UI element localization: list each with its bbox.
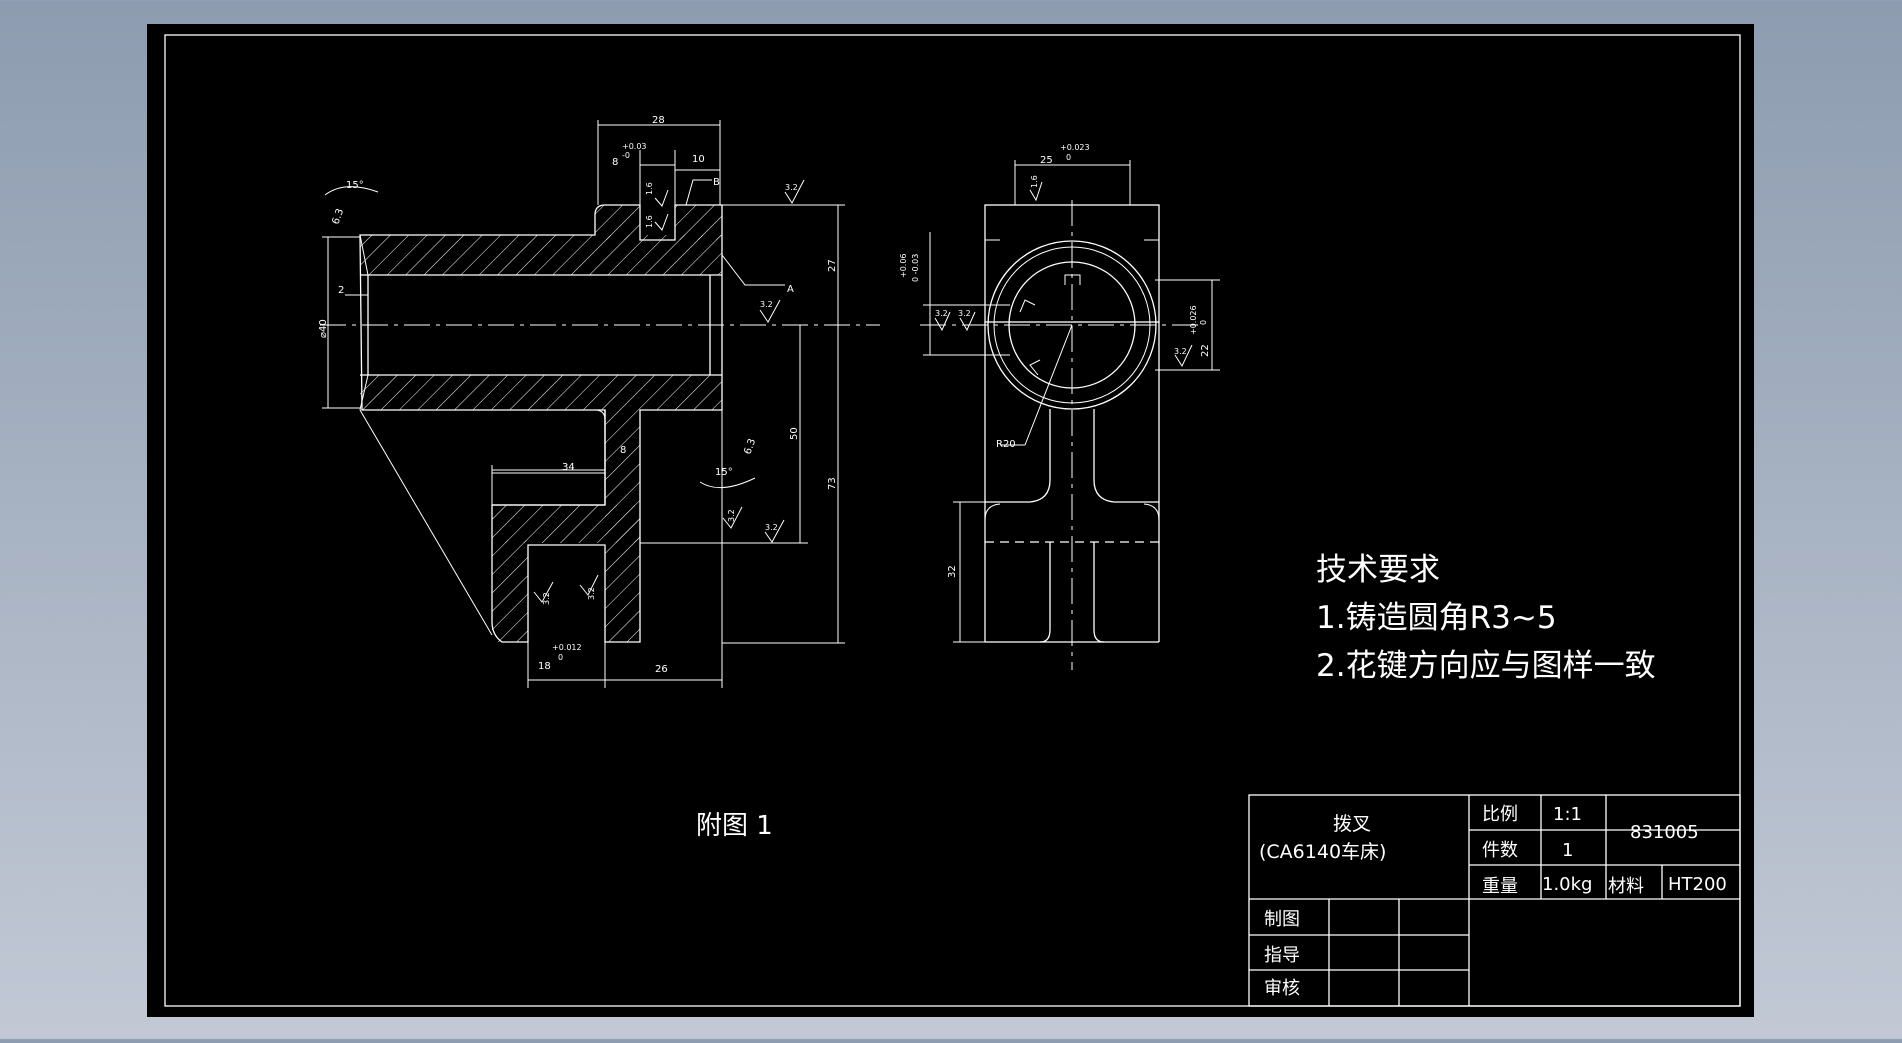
dim-left-tol-a: +0.06 bbox=[899, 253, 908, 278]
dim-22: 22 bbox=[1200, 344, 1211, 357]
reviewed-by-label: 审核 bbox=[1264, 978, 1300, 999]
dim-15-top: 15° bbox=[346, 180, 364, 191]
tech-req-title: 技术要求 bbox=[1316, 552, 1440, 588]
svg-text:1.6: 1.6 bbox=[645, 182, 654, 195]
svg-text:3.2: 3.2 bbox=[760, 300, 773, 309]
scale-label: 比例 bbox=[1482, 804, 1518, 825]
sheet-border bbox=[164, 34, 1741, 1007]
dim-28: 28 bbox=[652, 115, 665, 126]
part-name: 拨叉 bbox=[1333, 813, 1371, 835]
weight-label: 重量 bbox=[1482, 876, 1518, 897]
qty-value: 1 bbox=[1562, 840, 1573, 861]
label-b: B bbox=[713, 177, 720, 188]
dim-18-upper: +0.012 bbox=[552, 643, 582, 652]
side-view: R20 25 +0.023 0 +0.06 0 -0.03 +0.026 0 2… bbox=[899, 143, 1220, 670]
dim-73: 73 bbox=[827, 477, 838, 490]
dim-2: 2 bbox=[338, 285, 344, 296]
drawn-by-label: 制图 bbox=[1264, 909, 1300, 930]
svg-text:3.2: 3.2 bbox=[587, 587, 596, 600]
dim-25: 25 bbox=[1040, 155, 1053, 166]
svg-text:3.2: 3.2 bbox=[765, 523, 778, 532]
tech-req-item-2: 2.花键方向应与图样一致 bbox=[1316, 648, 1656, 684]
svg-text:3.2: 3.2 bbox=[1174, 347, 1187, 356]
dim-8-tol-upper: +0.03 bbox=[622, 142, 647, 151]
hatch-top-boss-left bbox=[595, 205, 640, 240]
tech-req-item-1: 1.铸造圆角R3~5 bbox=[1316, 600, 1557, 636]
hatch-fork-bar bbox=[492, 505, 640, 543]
figure-caption: 附图 1 bbox=[696, 811, 773, 841]
dim-32: 32 bbox=[947, 565, 958, 578]
qty-label: 件数 bbox=[1482, 840, 1518, 861]
dim-6-3-top: 6.3 bbox=[330, 207, 346, 226]
drawing-number: 831005 bbox=[1630, 822, 1699, 843]
svg-text:3.2: 3.2 bbox=[785, 183, 798, 192]
svg-text:3.2: 3.2 bbox=[958, 309, 971, 318]
hatch-fork-left-prong bbox=[492, 540, 528, 642]
scale-value: 1:1 bbox=[1553, 804, 1582, 825]
guided-by-label: 指导 bbox=[1264, 945, 1300, 966]
dim-8-tol-lower: -0 bbox=[622, 151, 630, 160]
dim-10: 10 bbox=[692, 154, 705, 165]
hatch-top-boss-right bbox=[675, 205, 722, 240]
dim-34: 34 bbox=[562, 462, 575, 473]
label-a: A bbox=[787, 284, 794, 295]
dim-15-bottom: 15° bbox=[715, 467, 733, 478]
dim-27: 27 bbox=[827, 259, 838, 272]
svg-text:1.6: 1.6 bbox=[1030, 175, 1039, 188]
roughness-symbols-front: 3.2 3.2 1.6 1.6 3.2 3.2 3.2 3.2 bbox=[533, 179, 805, 605]
tech-requirements: 技术要求 1.铸造圆角R3~5 2.花键方向应与图样一致 bbox=[1316, 552, 1656, 684]
dim-dia-40: ⌀40 bbox=[318, 319, 329, 338]
dim-22-tol-b: 0 bbox=[1199, 320, 1208, 325]
dim-18-lower: 0 bbox=[558, 653, 563, 662]
weight-value: 1.0kg bbox=[1542, 874, 1592, 895]
material-value: HT200 bbox=[1668, 874, 1727, 895]
dim-50: 50 bbox=[789, 427, 800, 440]
dim-25-upper: +0.023 bbox=[1060, 143, 1090, 152]
roughness-symbols-side: 1.6 3.2 3.2 3.2 bbox=[934, 175, 1193, 368]
drawing-sheet bbox=[147, 24, 1754, 1017]
svg-text:3.2: 3.2 bbox=[542, 592, 551, 605]
dim-8-tol: 8 bbox=[612, 157, 618, 168]
title-block: 拨叉 (CA6140车床) 比例 1:1 件数 1 831005 重量 1.0k… bbox=[1248, 794, 1741, 1007]
svg-text:3.2: 3.2 bbox=[727, 509, 736, 522]
dim-25-lower: 0 bbox=[1066, 153, 1071, 162]
dim-8: 8 bbox=[620, 445, 626, 456]
material-label: 材料 bbox=[1608, 876, 1644, 897]
svg-text:3.2: 3.2 bbox=[935, 309, 948, 318]
dim-22-tol-a: +0.026 bbox=[1189, 305, 1198, 335]
dim-18: 18 bbox=[538, 661, 551, 672]
svg-text:1.6: 1.6 bbox=[645, 215, 654, 228]
hatch-top-wall bbox=[360, 235, 722, 275]
dim-r20: R20 bbox=[996, 439, 1016, 450]
part-subtitle: (CA6140车床) bbox=[1259, 841, 1386, 863]
front-section-view: 28 8 +0.03 -0 10 15° 6.3 ⌀40 2 27 73 50 … bbox=[318, 115, 880, 688]
dim-left-tol-b: 0 -0.03 bbox=[911, 254, 920, 282]
dim-6-3-bottom: 6.3 bbox=[742, 437, 758, 456]
hatch-bottom-wall bbox=[360, 375, 722, 410]
dim-26: 26 bbox=[655, 664, 668, 675]
